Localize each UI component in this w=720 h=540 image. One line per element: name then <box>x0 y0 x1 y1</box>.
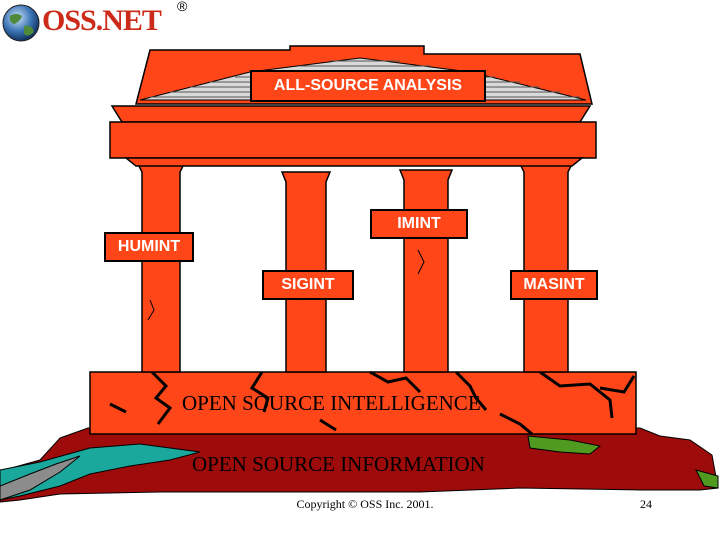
all-source-analysis-label: ALL-SOURCE ANALYSIS <box>250 70 486 102</box>
registered-mark: ® <box>177 0 188 14</box>
imint-label: IMINT <box>370 209 468 239</box>
pillars <box>136 163 574 373</box>
open-source-intelligence-label: OPEN SOURCE INTELLIGENCE <box>182 391 481 415</box>
logo-text: OSS.NET <box>42 4 162 37</box>
pillar-1 <box>136 163 186 373</box>
pillar-3 <box>398 169 454 373</box>
sigint-label: SIGINT <box>262 270 354 300</box>
open-source-information-label: OPEN SOURCE INFORMATION <box>192 452 485 476</box>
oss-net-logo: OSS.NET ® <box>2 0 202 44</box>
pillar-4 <box>518 163 574 373</box>
copyright-text: Copyright © OSS Inc. 2001. <box>296 497 434 511</box>
globe-icon <box>2 4 40 42</box>
masint-label: MASINT <box>510 270 598 300</box>
page-number: 24 <box>640 497 652 511</box>
entablature <box>109 105 597 167</box>
foundation <box>89 370 637 436</box>
humint-label: HUMINT <box>104 232 194 262</box>
ground <box>0 427 719 503</box>
